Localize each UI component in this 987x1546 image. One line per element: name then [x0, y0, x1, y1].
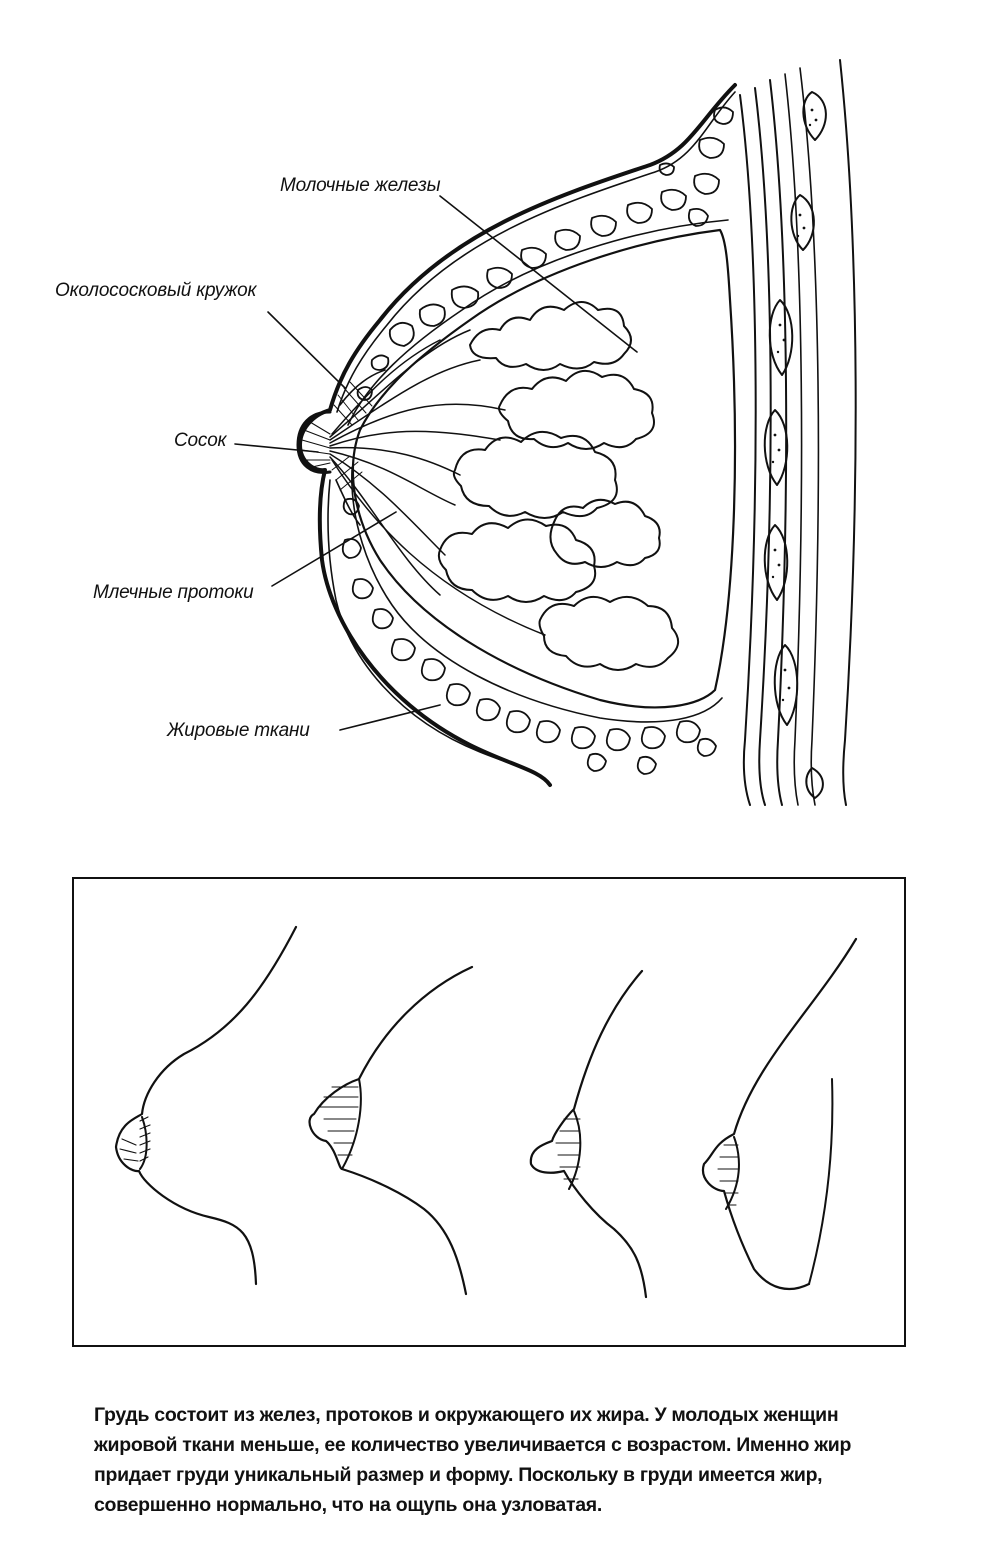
stage-3-profile	[529, 969, 648, 1299]
gland-capsule	[351, 228, 737, 709]
label-nipple: Сосок	[174, 430, 227, 451]
stage-4-profile	[701, 937, 858, 1291]
label-areola: Околососковый кружок	[55, 280, 257, 301]
stage-2-profile	[308, 965, 474, 1296]
breast-aging-stages-panel	[72, 877, 906, 1347]
areola-hatching	[331, 381, 373, 491]
fat-lobules	[341, 106, 734, 775]
label-milk-ducts: Млечные протоки	[93, 582, 254, 603]
breast-anatomy-diagram	[234, 59, 857, 806]
label-fat-tissue: Жировые ткани	[167, 720, 310, 741]
areola-shape	[335, 369, 386, 526]
nipple-shape	[296, 410, 332, 475]
skin-outline	[298, 83, 737, 787]
caption-text: Грудь состоит из желез, протоков и окруж…	[94, 1404, 852, 1516]
milk-ducts	[329, 329, 546, 636]
stage-1-profile	[114, 925, 298, 1286]
leader-lines	[234, 195, 638, 731]
label-mammary-glands: Молочные железы	[280, 175, 441, 196]
mammary-lobules	[437, 301, 679, 671]
chest-wall	[739, 59, 857, 806]
